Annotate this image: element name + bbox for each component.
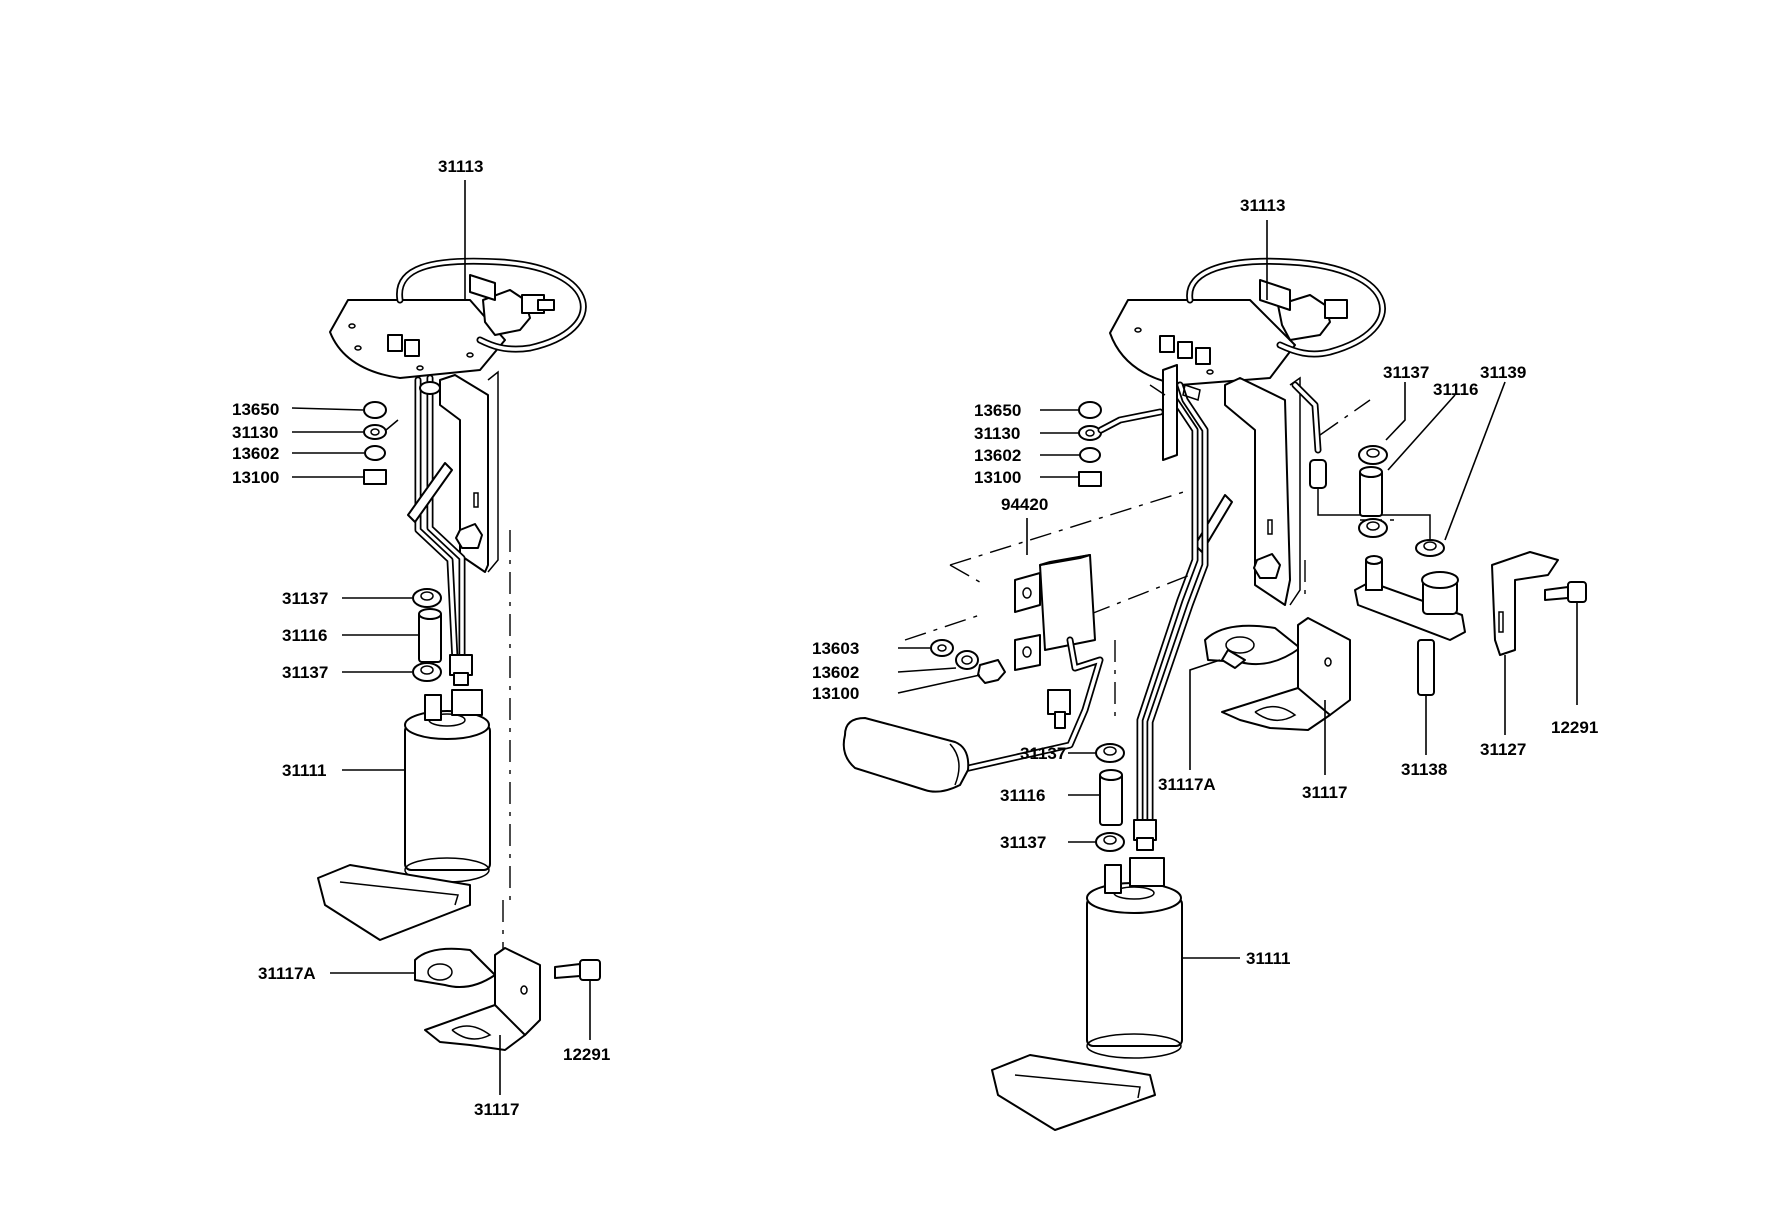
label-31113: 31113: [438, 157, 483, 176]
right-resistor-pack: [842, 717, 970, 793]
label-13602: 13602: [974, 446, 1021, 465]
label-31117: 31117: [474, 1100, 519, 1119]
left-hose-31116: [418, 608, 442, 663]
label-31130: 31130: [974, 424, 1020, 443]
label-13603: 13603: [812, 639, 859, 658]
left-bolt-12291: [554, 959, 601, 981]
left-connector: [449, 654, 473, 686]
label-13100: 13100: [812, 684, 859, 703]
label-31127: 31127: [1480, 740, 1526, 759]
left-clamp-31137-upper: [412, 588, 442, 608]
right-bolt-12291: [1544, 581, 1587, 603]
label-31137: 31137: [1383, 363, 1429, 382]
right-connector: [1133, 819, 1157, 851]
label-31138: 31138: [1401, 760, 1447, 779]
right-clamp-31137-c: [1358, 445, 1388, 465]
label-94420: 94420: [1001, 495, 1048, 514]
label-31117: 31117: [1302, 783, 1347, 802]
right-mounting-flange: [1109, 257, 1386, 386]
right-hose-31116-b: [1359, 466, 1383, 517]
right-post-bracket-31138: [1354, 555, 1466, 696]
label-31117A: 31117A: [258, 964, 316, 983]
left-clip-31117A: [414, 947, 496, 988]
label-13602: 13602: [232, 444, 279, 463]
label-13650: 13650: [974, 401, 1021, 420]
left-fuel-pump-assembly: [291, 180, 601, 1095]
right-fuel-pump-31111: [1086, 857, 1183, 1059]
label-31113: 31113: [1240, 196, 1285, 215]
left-clamp-31137-lower: [412, 662, 442, 682]
right-part-labels: 31113 13650 31130 13602 13100 94420 1360…: [812, 196, 1598, 968]
label-31137-lower: 31137: [282, 663, 328, 682]
label-31137: 31137: [1000, 833, 1046, 852]
label-12291: 12291: [563, 1045, 610, 1064]
label-13602: 13602: [812, 663, 859, 682]
right-bracket-rail: [1136, 364, 1431, 826]
label-31137: 31137: [1020, 744, 1066, 763]
right-clip-31117A: [1204, 624, 1301, 669]
label-13100: 13100: [232, 468, 279, 487]
right-fuel-strainer: [991, 1054, 1156, 1131]
right-clamp-31137-b: [1095, 832, 1125, 852]
label-31116: 31116: [1433, 380, 1478, 399]
label-13100: 13100: [974, 468, 1021, 487]
left-hardware-stack: [363, 401, 399, 485]
right-module-94420: [956, 554, 1104, 774]
left-leader-lines: [291, 180, 591, 1095]
label-31111: 31111: [282, 761, 326, 780]
right-clamp-31139: [1415, 539, 1445, 557]
label-31116: 31116: [282, 626, 327, 645]
label-31116: 31116: [1000, 786, 1045, 805]
right-nut-stack: [930, 639, 1006, 684]
label-31130: 31130: [232, 423, 278, 442]
label-31137-upper: 31137: [282, 589, 328, 608]
left-part-labels: 31113 13650 31130 13602 13100 31137 3111…: [232, 157, 610, 1119]
right-fuel-pump-assembly: [842, 220, 1587, 1131]
label-13650: 13650: [232, 400, 279, 419]
right-clamp-31137-a: [1095, 743, 1125, 763]
right-hose-31116-a: [1099, 769, 1123, 826]
label-31117A: 31117A: [1158, 775, 1216, 794]
left-fuel-pump-31111: [404, 689, 491, 883]
right-clamp-31137-d: [1358, 518, 1388, 538]
left-bracket-rail: [407, 370, 499, 664]
label-12291: 12291: [1551, 718, 1598, 737]
right-bracket-31127: [1491, 551, 1559, 656]
right-bracket-31117: [1221, 617, 1351, 731]
label-31111: 31111: [1246, 949, 1290, 968]
left-fuel-strainer: [317, 864, 471, 941]
left-mounting-flange: [329, 257, 587, 379]
label-31139: 31139: [1480, 363, 1526, 382]
right-hardware-stack: [1078, 401, 1164, 487]
right-leader-lines: [897, 220, 1578, 959]
